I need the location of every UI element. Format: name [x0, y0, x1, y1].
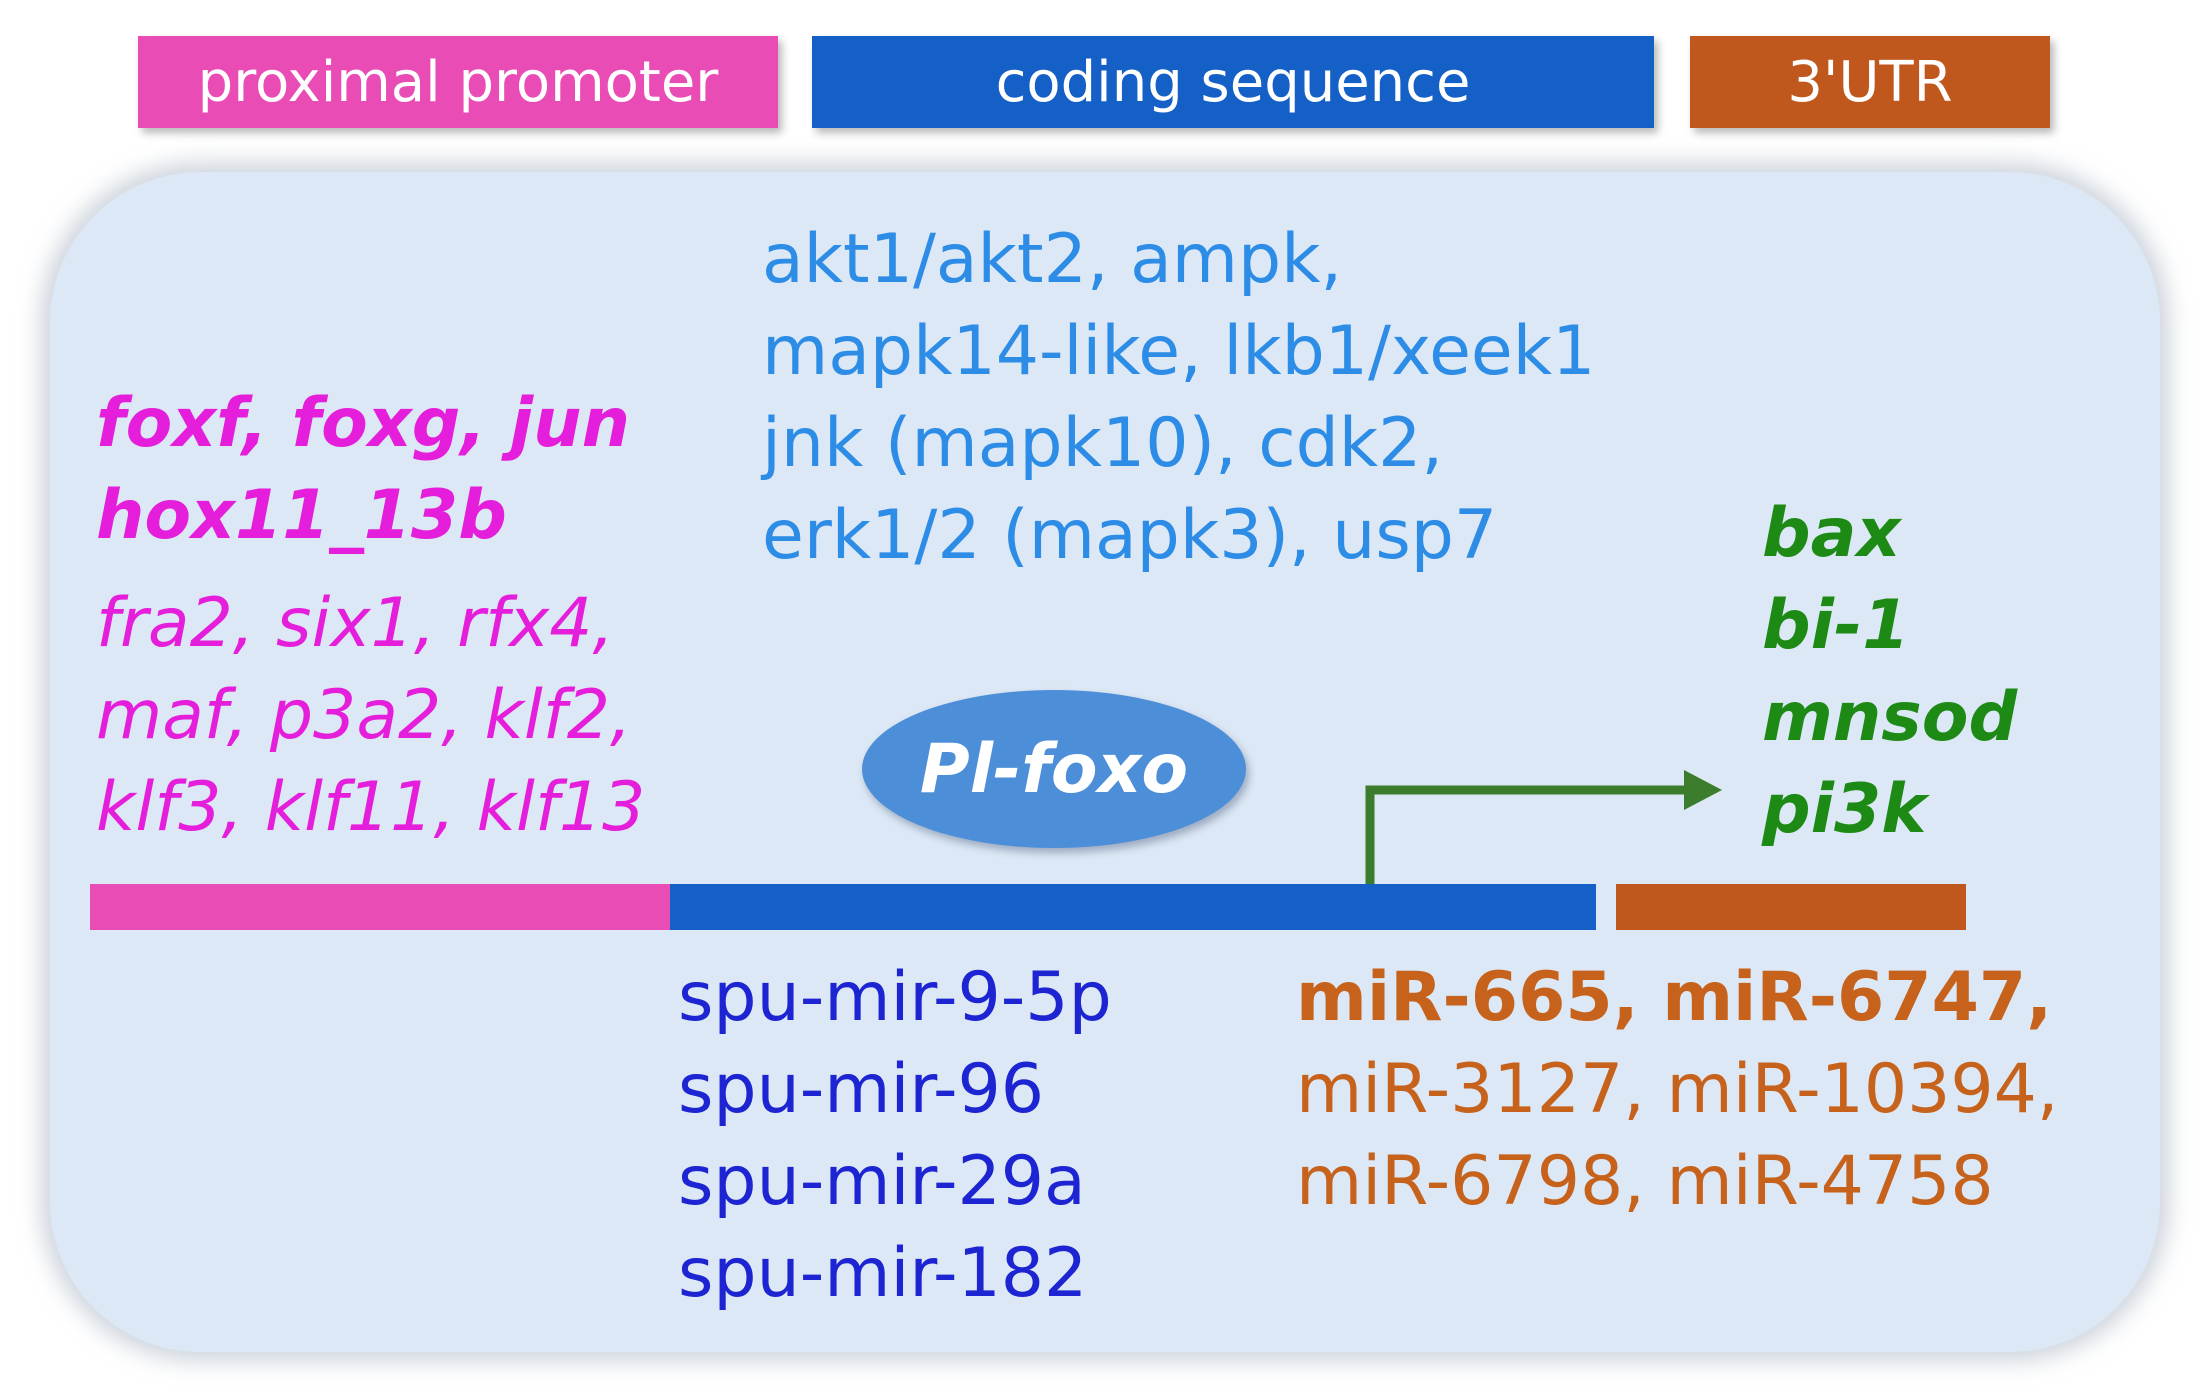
kinase-line: erk1/2 (mapk3), usp7 [762, 496, 1498, 575]
target-gene: mnsod [1762, 678, 2018, 757]
pl-foxo-protein: Pl-foxo [862, 690, 1246, 848]
mirna-utr-line-bold: miR-665, miR-6747, [1296, 958, 2053, 1037]
kinase-line: akt1/akt2, ampk, [762, 220, 1343, 299]
target-genes-list: bax bi-1 mnsod pi3k [1762, 488, 2017, 856]
gene-track [90, 884, 1966, 930]
target-gene: bax [1762, 494, 1901, 573]
promoter-regulator-line: klf3, klf11, klf13 [96, 768, 646, 847]
mirna-utr-line: miR-6798, miR-4758 [1296, 1142, 1994, 1221]
mirna-coding-line: spu-mir-182 [678, 1234, 1088, 1313]
mirna-coding-line: spu-mir-96 [678, 1050, 1045, 1129]
target-gene: pi3k [1762, 770, 1927, 849]
gene-segment-coding [670, 884, 1596, 930]
gene-segment-utr [1616, 884, 1966, 930]
promoter-regulators-bold: foxf, foxg, jun hox11_13b [96, 378, 630, 562]
legend-proximal-promoter: proximal promoter [138, 36, 778, 128]
mirna-utr-list: miR-665, miR-6747, miR-3127, miR-10394, … [1296, 952, 2059, 1228]
promoter-regulator-line: fra2, six1, rfx4, [96, 584, 615, 663]
legend-coding-sequence-label: coding sequence [995, 49, 1471, 115]
kinase-line: jnk (mapk10), cdk2, [762, 404, 1444, 483]
promoter-regulator-line: hox11_13b [96, 476, 507, 555]
kinase-line: mapk14-like, lkb1/xeek1 [762, 312, 1596, 391]
promoter-regulators-regular: fra2, six1, rfx4, maf, p3a2, klf2, klf3,… [96, 578, 645, 854]
legend-coding-sequence: coding sequence [812, 36, 1654, 128]
pl-foxo-label: Pl-foxo [919, 729, 1189, 809]
mirna-coding-line: spu-mir-9-5p [678, 958, 1112, 1037]
mirna-coding-list: spu-mir-9-5p spu-mir-96 spu-mir-29a spu-… [678, 952, 1112, 1320]
legend-3utr-label: 3'UTR [1787, 49, 1953, 115]
legend-3utr: 3'UTR [1690, 36, 2050, 128]
coding-kinases-list: akt1/akt2, ampk, mapk14-like, lkb1/xeek1… [762, 214, 1595, 582]
legend-proximal-promoter-label: proximal promoter [197, 49, 719, 115]
mirna-coding-line: spu-mir-29a [678, 1142, 1086, 1221]
mirna-utr-line: miR-3127, miR-10394, [1296, 1050, 2059, 1129]
promoter-regulator-line: foxf, foxg, jun [96, 384, 631, 463]
target-gene: bi-1 [1762, 586, 1910, 665]
gene-segment-promoter [90, 884, 670, 930]
promoter-regulator-line: maf, p3a2, klf2, [96, 676, 632, 755]
